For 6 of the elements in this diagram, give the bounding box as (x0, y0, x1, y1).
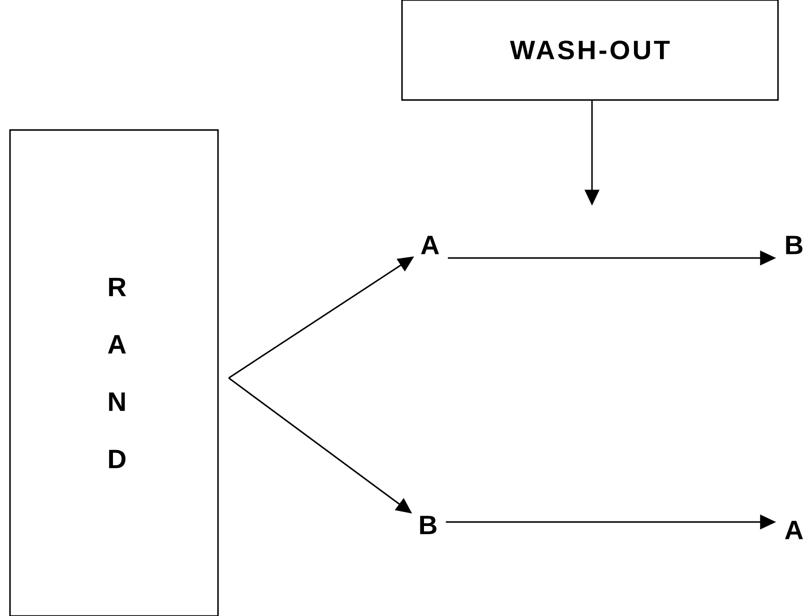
process-box: WASH-OUT (401, 0, 779, 101)
treatment-label: B (786, 236, 802, 254)
treatment-label: A (421, 236, 439, 254)
randomization-box: R A N D (9, 129, 219, 616)
treatment-label: A (785, 520, 803, 540)
treatment-label: B (420, 516, 436, 534)
